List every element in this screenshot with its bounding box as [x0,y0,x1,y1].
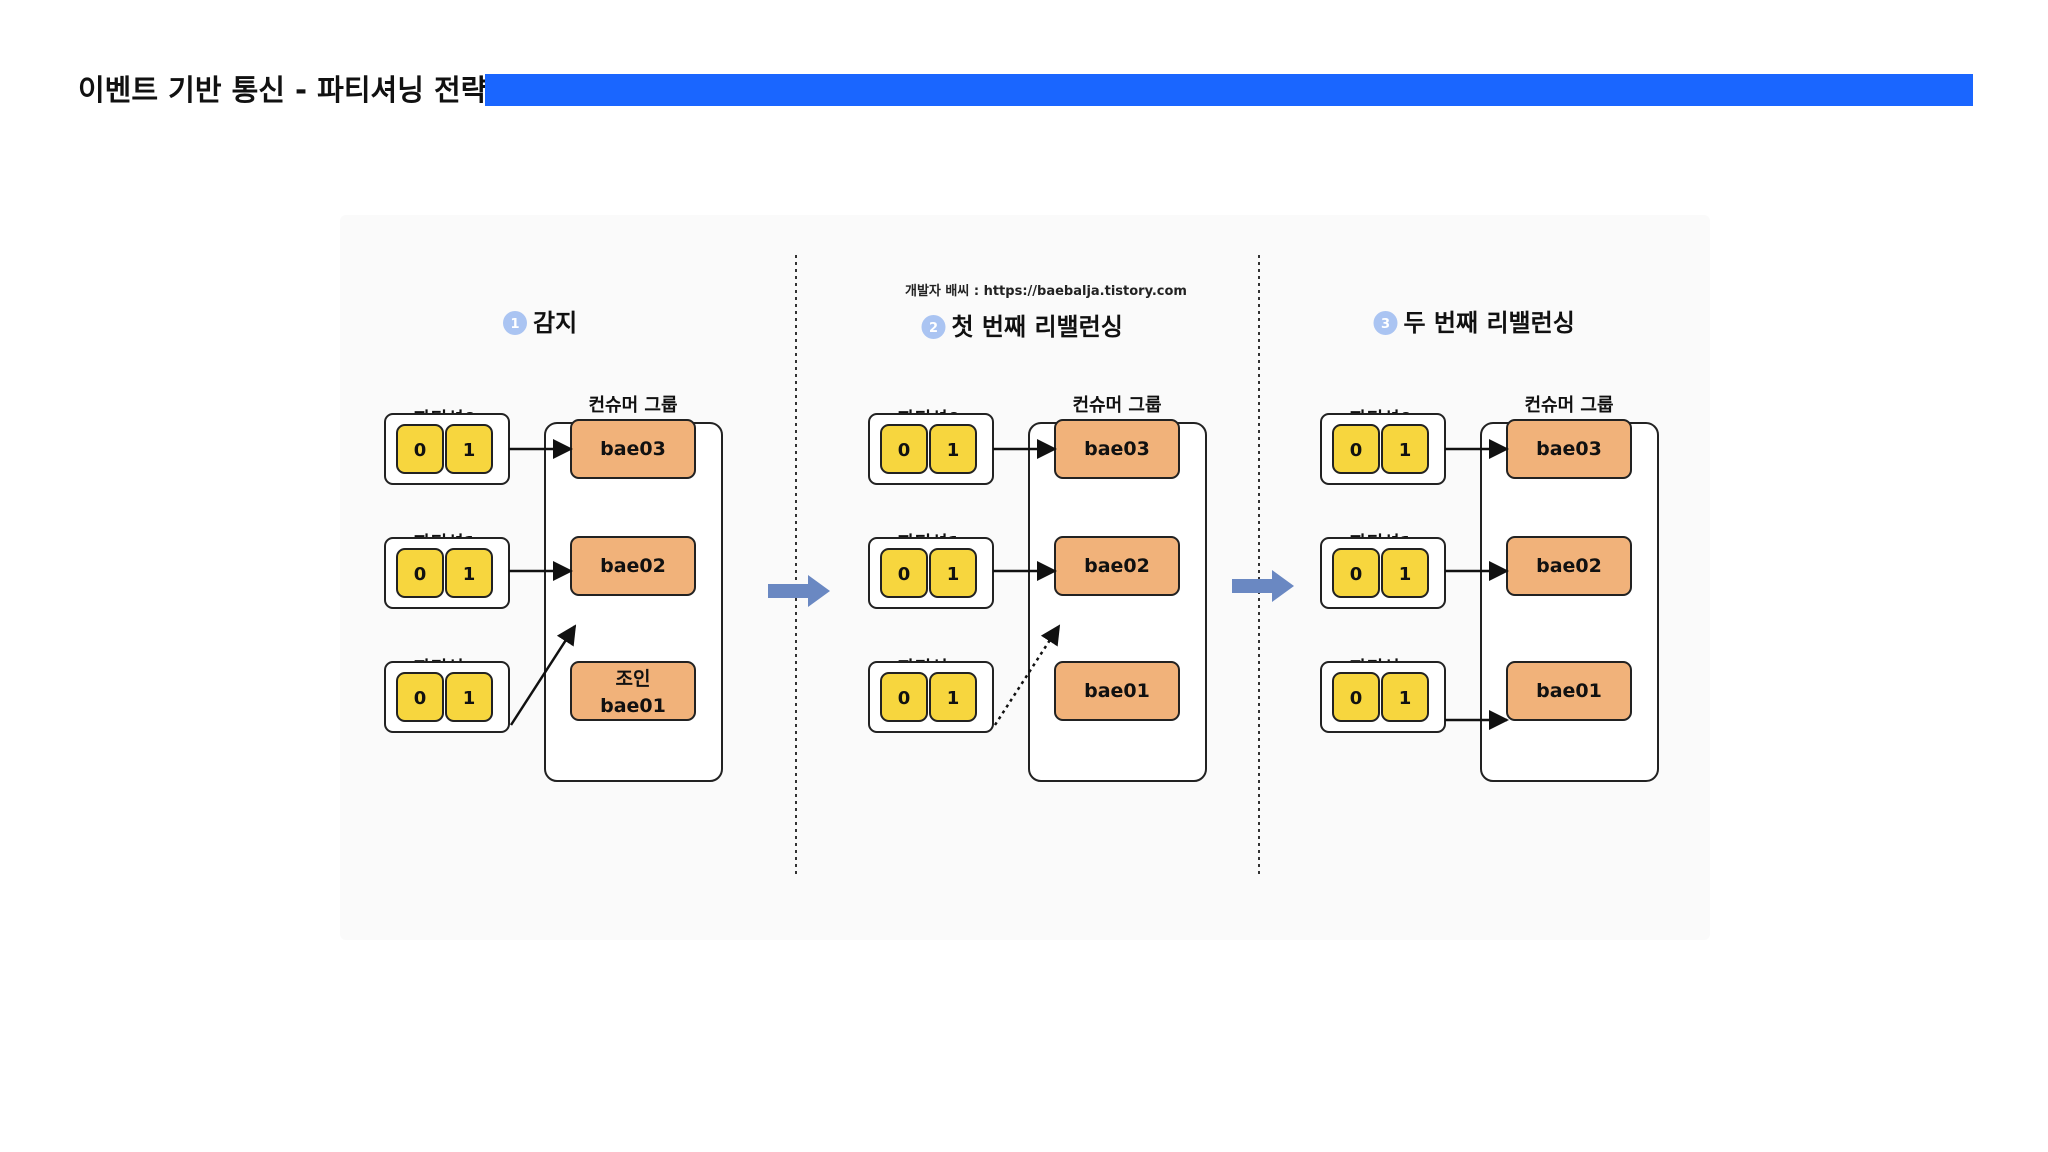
offset-cell [1332,424,1380,474]
watermark: 개발자 배씨 : https://baebalja.tistory.com [905,283,1187,299]
offset-cell [1332,672,1380,722]
offset-value: 1 [1399,440,1412,461]
consumer-group-label: 컨슈머 그룹 [588,395,677,416]
step-number-badge [1373,311,1398,335]
consumer-name: bae02 [600,555,666,577]
offset-value: 0 [1350,440,1363,461]
offset-value: 0 [414,440,427,461]
step-number: 2 [929,321,938,336]
offset-value: 1 [947,688,960,709]
offset-value: 0 [414,564,427,585]
step-number-badge [921,315,946,339]
consumer-name: bae02 [1084,555,1150,577]
slide-title: 이벤트 기반 통신 - 파티셔닝 전략 [78,73,488,107]
offset-cell [880,548,928,598]
consumer-name: bae01 [600,695,666,717]
offset-cell [880,672,928,722]
assignment-arrow [509,624,577,726]
consumer-name: bae02 [1536,555,1602,577]
consumer-name: bae03 [1536,438,1602,460]
offset-cell [445,672,493,722]
offset-value: 0 [898,688,911,709]
consumer-name: 조인 [616,668,651,690]
offset-cell [1381,548,1429,598]
offset-cell [445,424,493,474]
offset-cell [396,548,444,598]
offset-value: 1 [463,440,476,461]
assignment-arrow [993,624,1061,726]
offset-value: 1 [1399,688,1412,709]
offset-cell [1332,548,1380,598]
offset-value: 1 [947,440,960,461]
offset-value: 0 [898,440,911,461]
offset-value: 1 [947,564,960,585]
offset-value: 1 [1399,564,1412,585]
consumer-box [570,661,696,721]
stage-title: 첫 번째 리밸런싱 [952,313,1123,341]
offset-cell [1381,672,1429,722]
offset-cell [929,548,977,598]
consumer-name: bae01 [1536,680,1602,702]
consumer-box [1054,661,1180,721]
offset-cell [1381,424,1429,474]
flow-arrow-icon [768,575,830,607]
title-accent-bar [485,74,1973,106]
offset-value: 1 [463,564,476,585]
flow-arrow-icon [1232,570,1294,602]
step-number: 3 [1381,317,1390,332]
consumer-group-label: 컨슈머 그룹 [1524,395,1613,416]
consumer-name: bae03 [600,438,666,460]
offset-value: 1 [463,688,476,709]
offset-value: 0 [898,564,911,585]
consumer-name: bae03 [1084,438,1150,460]
consumer-group-label: 컨슈머 그룹 [1072,395,1161,416]
offset-value: 0 [1350,688,1363,709]
offset-cell [880,424,928,474]
offset-cell [396,424,444,474]
offset-value: 0 [1350,564,1363,585]
offset-cell [929,424,977,474]
step-number-badge [503,311,527,335]
offset-cell [929,672,977,722]
stage-title: 감지 [533,309,577,337]
consumer-name: bae01 [1084,680,1150,702]
offset-cell [445,548,493,598]
offset-value: 0 [414,688,427,709]
stage-title: 두 번째 리밸런싱 [1404,309,1575,337]
consumer-box [1506,661,1632,721]
step-number: 1 [510,317,519,332]
offset-cell [396,672,444,722]
